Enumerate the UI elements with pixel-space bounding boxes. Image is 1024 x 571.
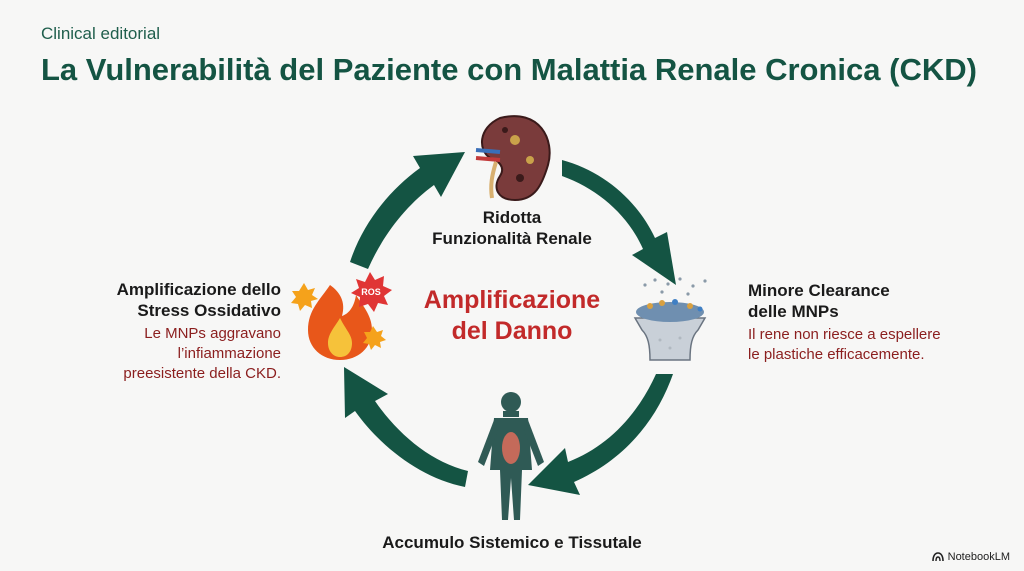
arrow-right-to-bottom [528, 374, 673, 495]
page-title: La Vulnerabilità del Paziente con Malatt… [41, 52, 977, 87]
arrow-bottom-to-left [344, 367, 468, 487]
center-line-2: del Danno [451, 317, 573, 345]
ros-badge-label: ROS [361, 287, 381, 297]
center-line-1: Amplificazione [423, 286, 601, 314]
node-left-desc-line-2: l’infiammazione [177, 345, 281, 362]
node-right-title-line-2: delle MNPs [748, 302, 839, 321]
watermark-label: NotebookLM [947, 551, 1010, 563]
node-left-desc-line-3: preesistente della CKD. [123, 365, 281, 382]
node-stress-ossidativo-title: Amplificazione dello Stress Ossidativo [76, 279, 281, 321]
node-minore-clearance-desc: Il rene non riesce a espellere le plasti… [748, 325, 988, 365]
node-accumulo-sistemico: Accumulo Sistemico e Tissutale [382, 533, 642, 552]
node-left-desc-line-1: Le MNPs aggravano [144, 325, 281, 342]
eyebrow-label: Clinical editorial [41, 24, 161, 43]
fire-ros-icon: ROS [291, 272, 392, 360]
arrow-left-to-top [350, 152, 465, 269]
node-right-desc-line-1: Il rene non riesce a espellere [748, 326, 941, 343]
node-right-desc-line-2: le plastiche efficacemente. [748, 346, 925, 363]
node-ridotta-funzionalita: Ridotta Funzionalità Renale [412, 207, 612, 249]
cycle-arrows [344, 152, 676, 495]
node-minore-clearance-title: Minore Clearance delle MNPs [748, 280, 948, 322]
kidney-icon [475, 115, 551, 202]
node-left-title-line-2: Stress Ossidativo [137, 301, 281, 320]
notebooklm-logo-icon [931, 552, 944, 562]
ros-badge-shape [351, 272, 392, 312]
cycle-center-label: Amplificazione del Danno [392, 285, 632, 347]
human-body-icon [478, 392, 544, 520]
node-top-line-2: Funzionalità Renale [432, 229, 592, 248]
node-stress-ossidativo-desc: Le MNPs aggravano l’infiammazione preesi… [76, 324, 281, 384]
notebooklm-watermark: NotebookLM [931, 551, 1010, 563]
node-right-title-line-1: Minore Clearance [748, 281, 890, 300]
filter-clearance-icon [633, 277, 707, 361]
arrow-top-to-right [562, 160, 676, 285]
node-left-title-line-1: Amplificazione dello [116, 280, 281, 299]
node-top-line-1: Ridotta [482, 208, 542, 227]
